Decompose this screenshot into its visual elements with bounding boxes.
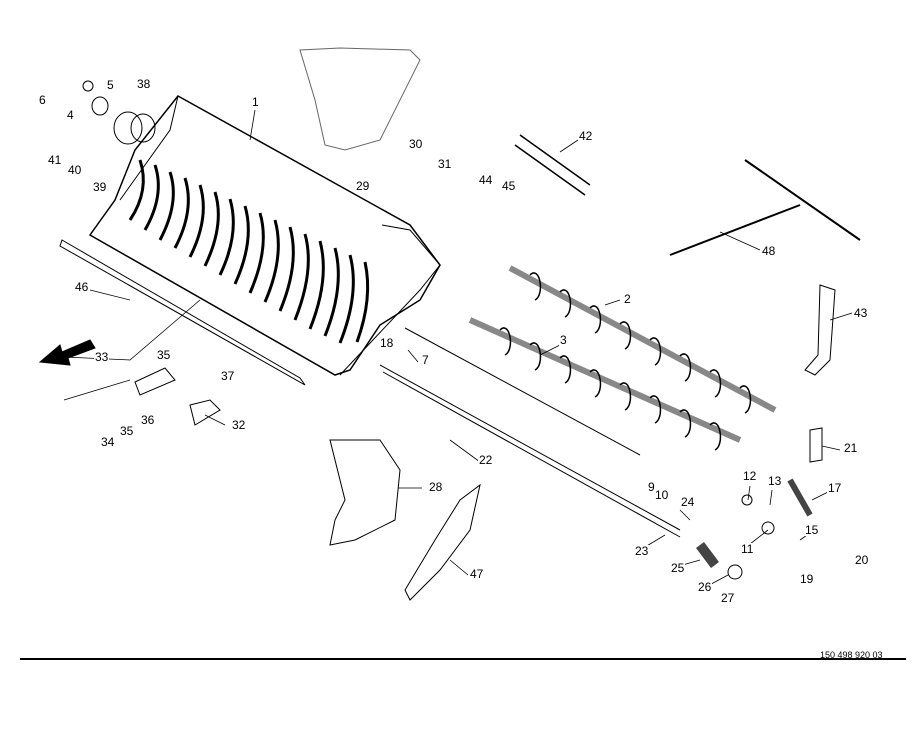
spring-25 <box>696 542 719 568</box>
callout-21: 21 <box>843 441 859 455</box>
callout-9: 9 <box>647 480 656 494</box>
plate-33 <box>134 367 176 396</box>
callout-7: 7 <box>421 353 430 367</box>
nut-12 <box>741 494 753 506</box>
callout-42: 42 <box>578 129 594 143</box>
callout-12: 12 <box>742 469 758 483</box>
callout-46: 46 <box>74 280 90 294</box>
callout-20: 20 <box>854 553 870 567</box>
callout-44: 44 <box>478 173 494 187</box>
t-handle <box>669 159 861 256</box>
callout-28: 28 <box>428 480 444 494</box>
callout-45: 45 <box>501 179 517 193</box>
callout-24: 24 <box>680 495 696 509</box>
guide-strip <box>59 239 306 386</box>
callout-27: 27 <box>720 591 736 605</box>
callout-29: 29 <box>355 179 371 193</box>
plate-47 <box>404 483 481 601</box>
callout-1: 1 <box>251 95 260 109</box>
callout-6: 6 <box>38 93 47 107</box>
washer-26 <box>727 564 743 580</box>
leader-lines <box>63 109 853 591</box>
callout-22: 22 <box>478 453 494 467</box>
callout-41: 41 <box>47 153 63 167</box>
callout-25: 25 <box>670 561 686 575</box>
callout-39: 39 <box>92 180 108 194</box>
plate-32 <box>189 399 221 426</box>
auger-upper <box>508 265 777 413</box>
pin-21 <box>809 427 823 463</box>
callout-38: 38 <box>136 77 152 91</box>
callout-10: 10 <box>654 488 670 502</box>
pickup-housing <box>88 95 441 376</box>
callout-26: 26 <box>697 580 713 594</box>
callout-17: 17 <box>827 481 843 495</box>
callout-43: 43 <box>853 306 869 320</box>
callout-4: 4 <box>66 108 75 122</box>
plate-28 <box>329 439 401 546</box>
callout-37: 37 <box>220 369 236 383</box>
callout-32: 32 <box>231 418 247 432</box>
spring-17 <box>787 478 813 517</box>
callout-11: 11 <box>740 542 755 556</box>
shaft-42 <box>514 134 591 196</box>
lever-43 <box>804 284 836 376</box>
rod-22 <box>379 364 681 538</box>
callout-15: 15 <box>804 523 820 537</box>
callout-30: 30 <box>408 137 424 151</box>
direction-arrow <box>38 339 96 366</box>
auger-lower <box>468 317 742 443</box>
callout-31: 31 <box>437 157 453 171</box>
callout-48: 48 <box>761 244 777 258</box>
callout-35a: 35 <box>156 348 172 362</box>
callout-40: 40 <box>67 163 83 177</box>
frame-arm <box>299 47 421 151</box>
callout-36: 36 <box>140 413 156 427</box>
callout-35b: 35 <box>119 424 135 438</box>
callout-34: 34 <box>100 435 116 449</box>
callout-18: 18 <box>379 336 395 350</box>
callout-2: 2 <box>623 292 632 306</box>
callout-19: 19 <box>799 572 815 586</box>
bearing-38 <box>113 111 143 145</box>
document-number: 150 498 920 03 <box>820 650 883 660</box>
callout-13: 13 <box>767 474 783 488</box>
callout-23: 23 <box>634 544 650 558</box>
callout-33: 33 <box>94 350 110 364</box>
callout-47: 47 <box>469 567 485 581</box>
callout-5: 5 <box>106 78 115 92</box>
callout-3: 3 <box>559 333 568 347</box>
bearing-11 <box>761 521 775 535</box>
